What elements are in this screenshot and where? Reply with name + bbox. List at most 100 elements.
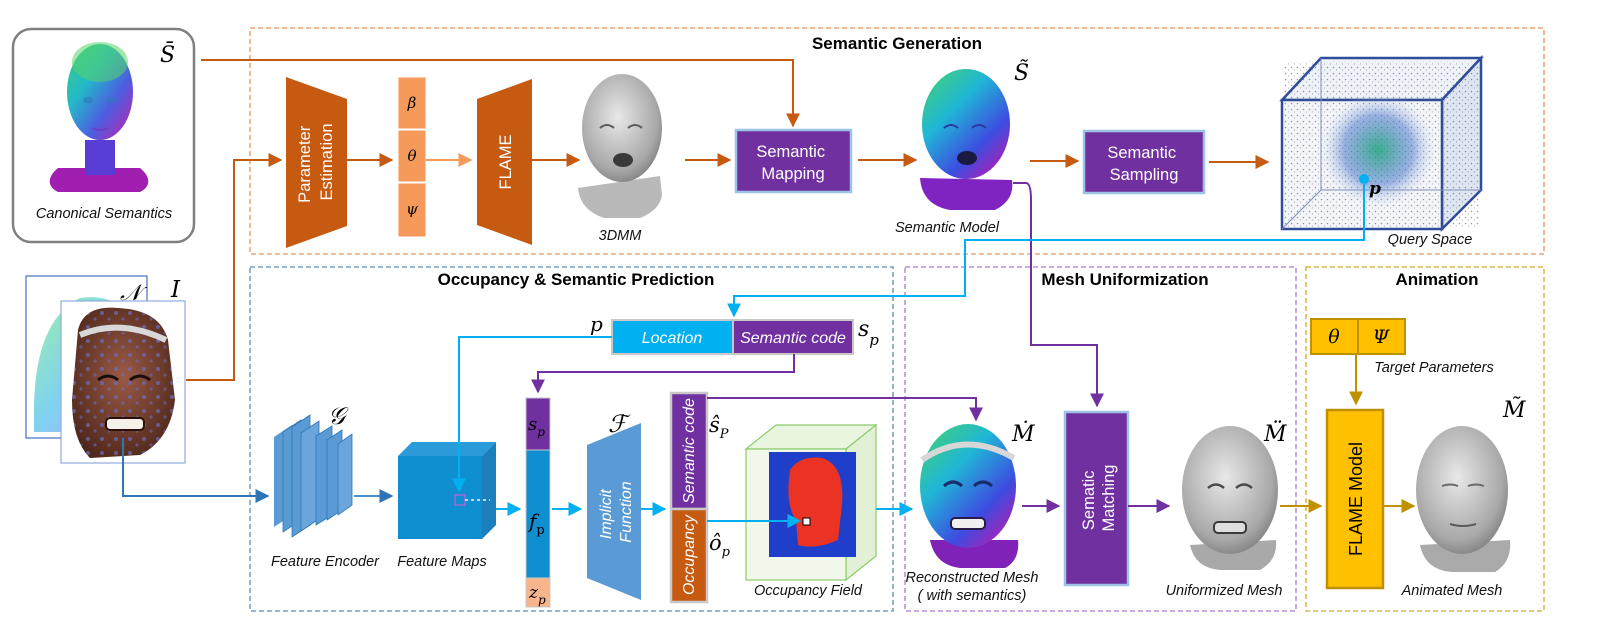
parameter-estimation-line2: Estimation (318, 123, 336, 200)
feat-s-main: s (528, 414, 537, 435)
feat-z-symbol: zp (528, 583, 546, 607)
arrow-model-to-matching (1013, 182, 1104, 408)
input-images: 𝒩 I (25, 275, 186, 464)
s-hat-main: ŝ (709, 413, 720, 437)
parameter-estimation-text: Parameter (296, 125, 314, 203)
semantic-model-caption: Semantic Model (895, 220, 1000, 236)
implicit-line1: Implicit (598, 489, 615, 539)
s-p-sub: p (869, 331, 879, 349)
implicit-function-label: Implicit Function (598, 481, 635, 542)
section-semantic-generation: Semantic Generation (249, 27, 1545, 255)
canonical-semantics-caption: Canonical Semantics (36, 206, 172, 222)
feature-maps-cube: Feature Maps (397, 442, 496, 570)
section-mesh-uniformization: Mesh Uniformization (904, 266, 1297, 612)
feat-s-symbol: sp (528, 414, 545, 439)
flame-model-label: FLAME Model (1346, 442, 1366, 556)
m-ddot-symbol: M̈ (1263, 421, 1287, 447)
reconstructed-mesh-image: Ṁ Reconstructed Mesh ( with semantics) (906, 420, 1039, 604)
occupancy-field-caption: Occupancy Field (754, 583, 863, 599)
feature-encoder-caption: Feature Encoder (271, 554, 380, 570)
output-semantic-code-label: Semantic code (681, 398, 698, 504)
s-hat-symbol: ŝP (709, 413, 729, 442)
theta-symbol: θ (407, 147, 416, 165)
reconstructed-mesh-caption: Reconstructed Mesh (906, 570, 1039, 586)
uniformized-mesh-caption: Uniformized Mesh (1166, 583, 1283, 599)
3dmm-caption: 3DMM (599, 228, 643, 244)
output-occupancy-label: Occupancy (681, 514, 698, 595)
arrow-semcode-to-sp (531, 354, 795, 394)
arrow-location-to-featuremap (452, 336, 612, 493)
semantic-mapping-line1: Semantic (756, 143, 825, 161)
arrow-image-to-encoder (122, 438, 270, 503)
semantic-sampling-line2: Sampling (1110, 166, 1179, 184)
feat-s-sub: p (537, 425, 545, 439)
implicit-line2: Function (618, 481, 635, 542)
feat-z-sub: p (538, 593, 546, 607)
m-dot-symbol: Ṁ (1011, 420, 1035, 447)
location-semantic-code-bar: Location Semantic code p sp (590, 312, 879, 355)
s-p-main: s (858, 317, 869, 342)
o-hat-symbol: ôp (709, 531, 731, 560)
beta-symbol: β (407, 94, 417, 112)
query-point-symbol: p (1369, 179, 1381, 199)
flame-block: FLAME (477, 79, 532, 245)
semantic-sampling-line1: Semantic (1107, 144, 1176, 162)
semantic-matching-label: Sematic Matching (1080, 465, 1118, 532)
s-hat-sub: P (719, 427, 729, 442)
flame-model-block: FLAME Model (1325, 408, 1385, 590)
query-space-caption: Query Space (1388, 232, 1473, 248)
s-p-symbol: sp (858, 317, 879, 349)
output-stack: Semantic code Occupancy ŝP ôp (669, 391, 731, 604)
feature-vector-stack: sp fp zp (525, 397, 551, 608)
arrow-canonical-to-mapping (201, 59, 800, 128)
encoder-symbol: 𝒢 (328, 402, 349, 430)
section-occupancy-prediction: Occupancy & Semantic Prediction (249, 266, 894, 612)
target-parameters-caption: Target Parameters (1374, 360, 1494, 376)
uniformized-mesh-image: M̈ Uniformized Mesh (1166, 421, 1287, 599)
feat-z-main: z (528, 583, 539, 603)
arrow-query-to-location (727, 184, 1365, 318)
target-parameter-boxes: θ Ψ Target Parameters (1310, 318, 1494, 376)
query-space-cube: p Query Space (1279, 54, 1484, 248)
section-title-occupancy-prediction: Occupancy & Semantic Prediction (438, 270, 715, 289)
semantic-mapping-line2: Mapping (761, 165, 824, 183)
semantic-matching-block: Sematic Matching (1063, 410, 1130, 587)
feature-maps-caption: Feature Maps (397, 554, 486, 570)
s-tilde-symbol: S̃ (1014, 60, 1029, 86)
parameter-estimation-block: Parameter Estimation (286, 77, 347, 248)
canonical-semantics-panel: S̄ Canonical Semantics (11, 27, 196, 244)
point-p-symbol: p (590, 312, 603, 336)
parameter-estimation-label: Parameter Estimation (296, 121, 336, 203)
semantic-model-image: S̃ Semantic Model (895, 60, 1029, 236)
psi-symbol: ψ (406, 200, 418, 218)
o-hat-main: ô (709, 531, 722, 555)
section-title-semantic-generation: Semantic Generation (812, 34, 982, 53)
query-point-marker (1359, 174, 1369, 184)
arrow-semcode-to-recon (707, 397, 983, 422)
section-title-animation: Animation (1395, 270, 1478, 289)
semantic-matching-line1: Sematic (1080, 470, 1098, 530)
semantic-matching-line2: Matching (1100, 465, 1118, 532)
semantic-mapping-label: Semantic Mapping (756, 143, 829, 183)
semantic-code-label: Semantic code (740, 330, 846, 347)
arrow-image-to-estimation (186, 153, 283, 381)
flame-label: FLAME (497, 134, 515, 189)
connectors (122, 59, 1416, 528)
image-symbol: I (170, 277, 181, 303)
animated-mesh-image: M̃ Animated Mesh (1401, 397, 1526, 599)
location-label: Location (642, 330, 703, 347)
m-tilde-symbol: M̃ (1502, 397, 1526, 423)
implicit-function-block: ℱ Implicit Function (587, 410, 641, 600)
parameter-stack: β θ ψ (397, 76, 427, 238)
feat-f-sub: p (536, 523, 544, 538)
section-animation: Animation (1305, 266, 1545, 612)
target-psi-symbol: Ψ (1373, 326, 1391, 348)
semantic-sampling-block: Semantic Sampling (1082, 129, 1206, 195)
semantic-mapping-block: Semantic Mapping (734, 128, 853, 194)
implicit-symbol: ℱ (608, 410, 631, 438)
input-face-image (72, 307, 175, 458)
with-semantics-caption: ( with semantics) (918, 588, 1027, 604)
s-bar-symbol: S̄ (160, 41, 175, 68)
3dmm-head-image: 3DMM (578, 74, 662, 244)
